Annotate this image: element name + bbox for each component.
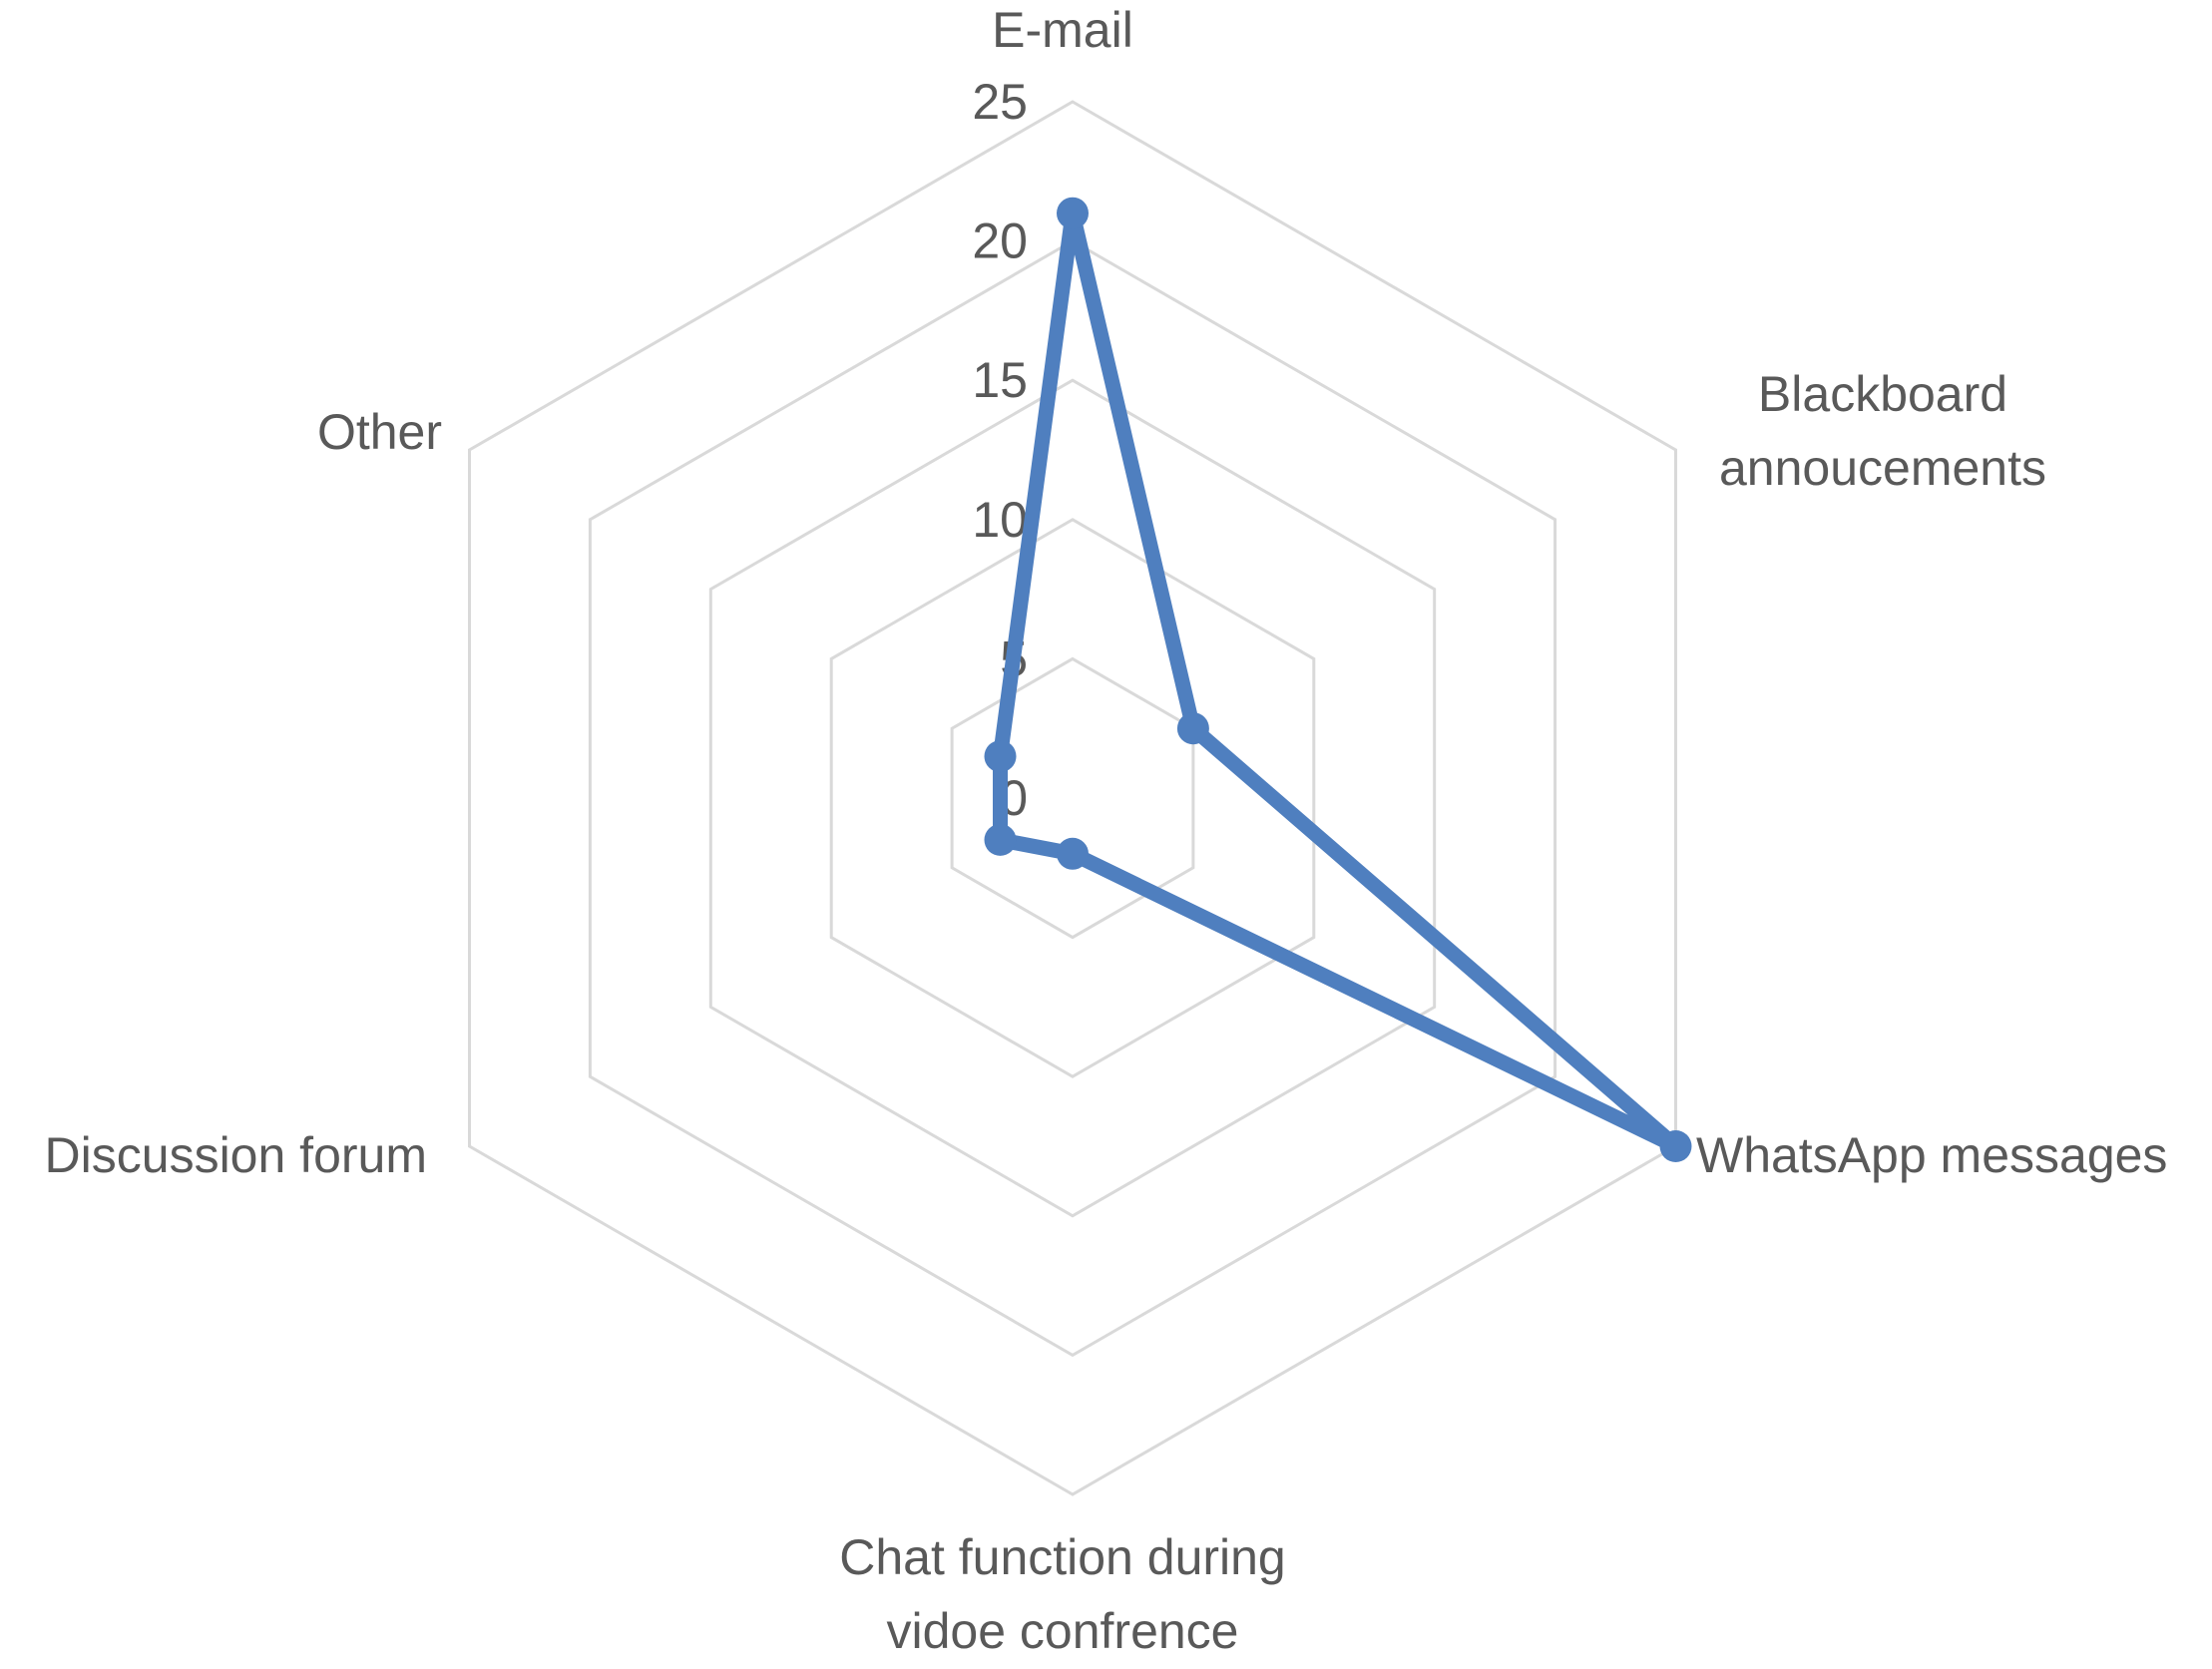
category-label: E-mail [992,2,1133,58]
category-label: WhatsApp messages [1696,1127,2167,1183]
tick-label-25: 25 [972,74,1028,130]
data-point [984,823,1017,856]
data-point [1057,837,1089,870]
series-line [993,206,1683,1154]
grid-ring-15 [708,378,1437,1218]
tick-label-15: 15 [972,352,1028,408]
series-layer [984,197,1692,1162]
category-label: Discussion forum [45,1127,427,1183]
grid-ring-10 [829,518,1316,1078]
tick-label-20: 20 [972,213,1028,269]
data-point [984,740,1017,773]
data-point [1176,712,1209,745]
category-label: Other [317,404,442,460]
data-point [1659,1130,1692,1162]
data-point [1057,197,1089,229]
grid-ring-20 [588,238,1557,1358]
grid-ring-25 [468,100,1677,1496]
radar-grid [468,100,1677,1496]
tick-label-10: 10 [972,492,1028,548]
